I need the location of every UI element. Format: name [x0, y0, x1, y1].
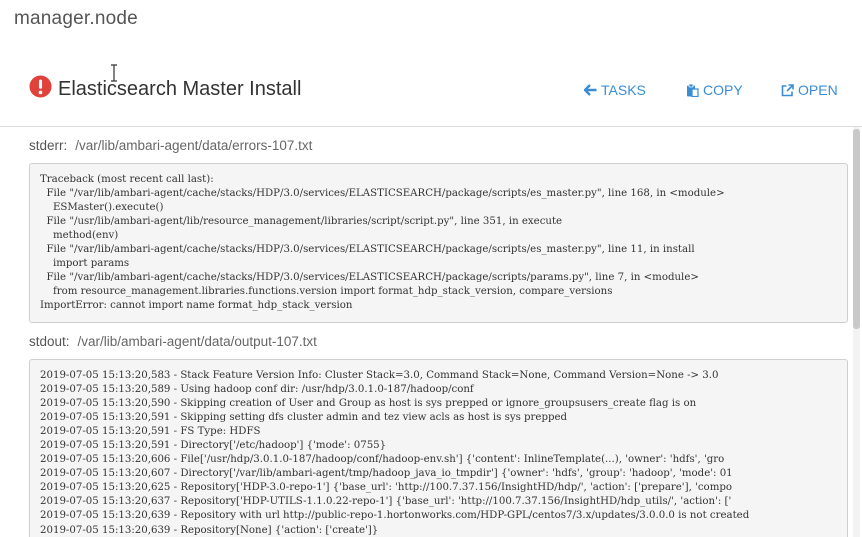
external-link-icon: [781, 83, 794, 96]
stdout-log-line: 2019-07-05 15:13:20,639 - Repository wit…: [40, 510, 750, 522]
stderr-log-line: File "/var/lib/ambari-agent/cache/stacks…: [40, 244, 695, 256]
tasks-button-label: TASKS: [601, 82, 646, 98]
log-content-area: stderr: /var/lib/ambari-agent/data/errors…: [0, 127, 862, 537]
stderr-label-text: stderr:: [29, 138, 68, 153]
stdout-label: stdout: /var/lib/ambari-agent/data/output…: [29, 334, 317, 349]
stderr-log-line: import params: [40, 258, 130, 270]
stderr-log-line: File "/usr/lib/ambari-agent/lib/resource…: [40, 216, 563, 228]
stdout-log-line: 2019-07-05 15:13:20,589 - Using hadoop c…: [40, 384, 474, 396]
stdout-path: /var/lib/ambari-agent/data/output-107.tx…: [77, 334, 317, 349]
stderr-log-line: Traceback (most recent call last):: [40, 174, 214, 185]
text-cursor-icon: [111, 64, 117, 82]
stderr-log-line: method(env): [40, 230, 119, 242]
stdout-log-line: 2019-07-05 15:13:20,637 - Repository['HD…: [40, 496, 732, 508]
stderr-log-line: File "/var/lib/ambari-agent/cache/stacks…: [40, 188, 725, 200]
modal-title: Elasticsearch Master Install: [58, 78, 302, 100]
stdout-log-line: 2019-07-05 15:13:20,591 - FS Type: HDFS: [40, 426, 261, 438]
stdout-log[interactable]: 2019-07-05 15:13:20,583 - Stack Feature …: [29, 359, 848, 537]
scrollbar[interactable]: [853, 127, 860, 537]
stderr-label: stderr: /var/lib/ambari-agent/data/errors…: [29, 138, 312, 153]
stderr-log-line: from resource_management.libraries.funct…: [40, 286, 613, 298]
modal-header: Elasticsearch Master Install TASKS COPY …: [0, 70, 862, 126]
tasks-button[interactable]: TASKS: [584, 82, 646, 98]
stderr-log-line: ImportError: cannot import name format_h…: [40, 300, 353, 312]
stdout-label-text: stdout:: [29, 334, 70, 349]
stdout-log-line: 2019-07-05 15:13:20,639 - Repository[Non…: [40, 524, 379, 536]
stdout-log-line: 2019-07-05 15:13:20,606 - File['/usr/hdp…: [40, 454, 725, 466]
stderr-log-line: File "/var/lib/ambari-agent/cache/stacks…: [40, 272, 699, 284]
arrow-left-icon: [584, 84, 597, 96]
header-divider: [0, 126, 862, 127]
open-button[interactable]: OPEN: [781, 82, 838, 98]
stdout-log-line: 2019-07-05 15:13:20,583 - Stack Feature …: [40, 370, 719, 381]
stdout-log-line: 2019-07-05 15:13:20,590 - Skipping creat…: [40, 398, 697, 410]
host-title: manager.node: [14, 8, 138, 29]
stdout-log-line: 2019-07-05 15:13:20,607 - Directory['/va…: [40, 468, 733, 480]
stderr-log-line: ESMaster().execute(): [40, 202, 164, 214]
stderr-path: /var/lib/ambari-agent/data/errors-107.tx…: [75, 138, 313, 153]
scrollbar-thumb[interactable]: [853, 129, 860, 329]
stdout-log-line: 2019-07-05 15:13:20,625 - Repository['HD…: [40, 482, 733, 494]
clipboard-icon: [687, 83, 699, 97]
copy-button-label: COPY: [703, 82, 743, 98]
stdout-log-line: 2019-07-05 15:13:20,591 - Directory['/et…: [40, 440, 387, 452]
stdout-lines: 2019-07-05 15:13:20,583 - Stack Feature …: [30, 360, 847, 537]
open-button-label: OPEN: [798, 82, 838, 98]
stdout-log-line: 2019-07-05 15:13:20,591 - Skipping setti…: [40, 412, 568, 424]
stderr-log[interactable]: Traceback (most recent call last): File …: [29, 163, 848, 323]
alert-circle-icon: [29, 75, 52, 98]
stderr-lines: Traceback (most recent call last): File …: [30, 164, 847, 313]
copy-button[interactable]: COPY: [686, 82, 743, 98]
